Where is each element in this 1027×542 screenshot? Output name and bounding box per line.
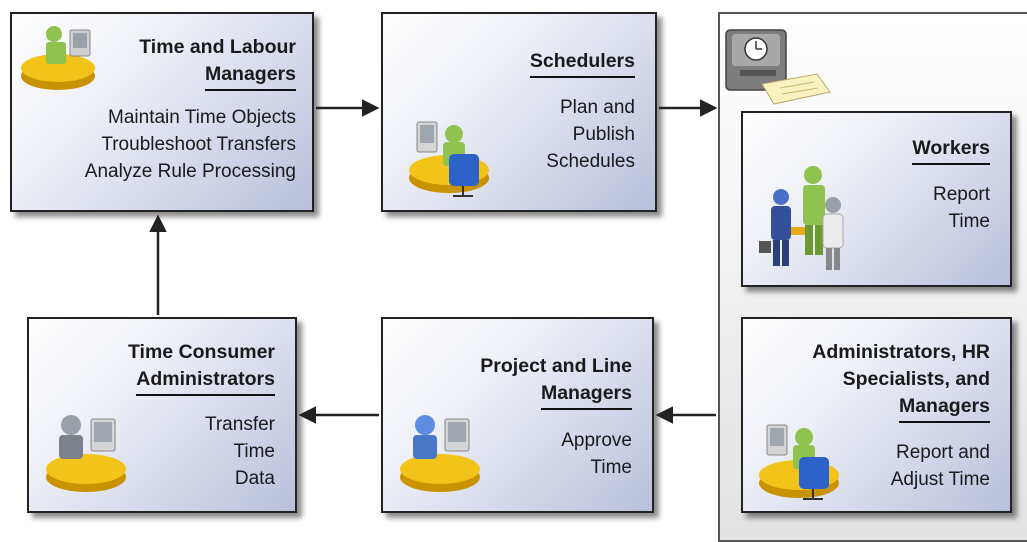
schedulers-title: Schedulers <box>529 48 635 78</box>
administrators-hr-specialists-managers-description: Report and Adjust Time <box>890 442 990 490</box>
project-and-line-managers-title: Project and Line Managers <box>480 353 632 410</box>
time-clock-icon <box>725 29 831 105</box>
schedulers-description: Plan and Publish Schedules <box>546 97 635 172</box>
connector-arrows <box>149 99 718 424</box>
time-and-labour-managers-description: Maintain Time Objects Troubleshoot Trans… <box>84 107 296 182</box>
administrators-hr-specialists-managers-box: Administrators, HR Specialists, and Mana… <box>741 317 1012 513</box>
workers-box: Workers Report Time <box>741 111 1012 287</box>
person-at-desk-icon <box>46 415 126 492</box>
workers-title: Workers <box>912 135 990 165</box>
time-consumer-administrators-box: Time Consumer Administrators Transfer Ti… <box>27 317 297 513</box>
person-at-desk-icon <box>759 424 839 500</box>
administrators-hr-specialists-managers-title: Administrators, HR Specialists, and Mana… <box>812 339 990 423</box>
time-consumer-administrators-title: Time Consumer Administrators <box>128 339 275 396</box>
workers-description: Report Time <box>932 184 990 232</box>
group-of-workers-icon <box>759 166 844 270</box>
project-and-line-managers-box: Project and Line Managers Approve Time <box>381 317 654 513</box>
person-at-desk-icon <box>400 415 480 492</box>
time-and-labour-managers-title: Time and Labour Managers <box>139 34 296 91</box>
person-at-desk-icon <box>409 121 489 197</box>
time-consumer-administrators-description: Transfer Time Data <box>204 414 275 489</box>
project-and-line-managers-description: Approve Time <box>561 430 632 478</box>
time-and-labour-managers-box: Time and Labour Managers Maintain Time O… <box>10 12 314 212</box>
schedulers-box: Schedulers Plan and Publish Schedules <box>381 12 657 212</box>
person-at-desk-icon <box>21 26 95 90</box>
